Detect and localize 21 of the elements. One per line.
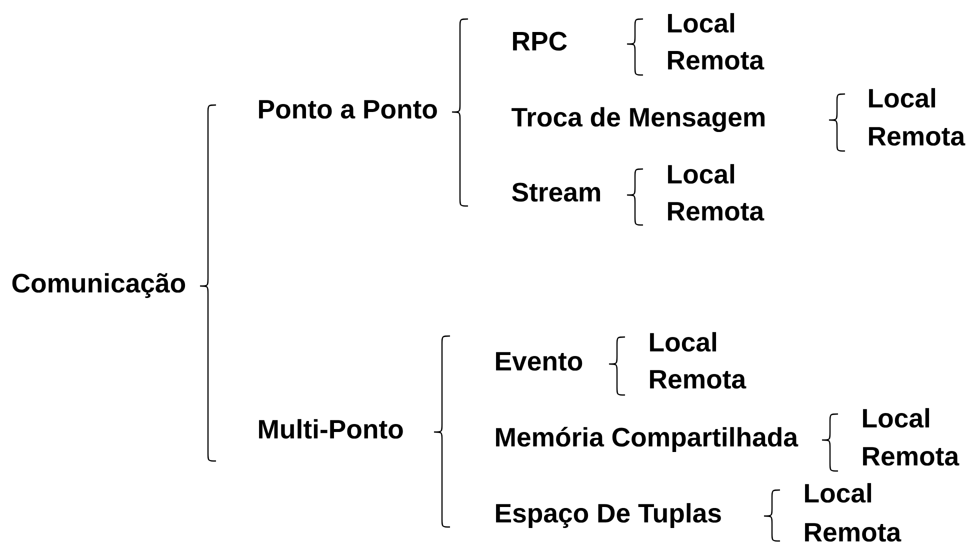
term-label: Ponto a Ponto (259, 100, 437, 119)
term-label: Remota (650, 370, 746, 389)
term-label: Local (668, 164, 734, 184)
term-label: Local (668, 13, 734, 33)
term-label: Local (863, 408, 930, 428)
term-label: Stream (512, 182, 600, 202)
term-label: Multi-Ponto (259, 419, 403, 439)
term-label: Local (805, 483, 872, 503)
term-label: Remota (668, 202, 764, 221)
term-label: Memória Compartilhada (496, 426, 798, 452)
term-label: Remota (668, 51, 764, 70)
term-label: Local (650, 332, 716, 352)
term-label: Espaço De Tuplas (496, 503, 721, 528)
term-label: Remota (869, 127, 966, 146)
term-label: Local (869, 88, 936, 108)
term-label: Troca de Mensagem (512, 107, 764, 132)
term-label: RPC (513, 32, 567, 51)
term-label: Comunicação (12, 273, 186, 298)
term-label: Remota (805, 523, 902, 542)
term-label: Remota (863, 447, 960, 466)
term-label: Evento (496, 352, 582, 371)
